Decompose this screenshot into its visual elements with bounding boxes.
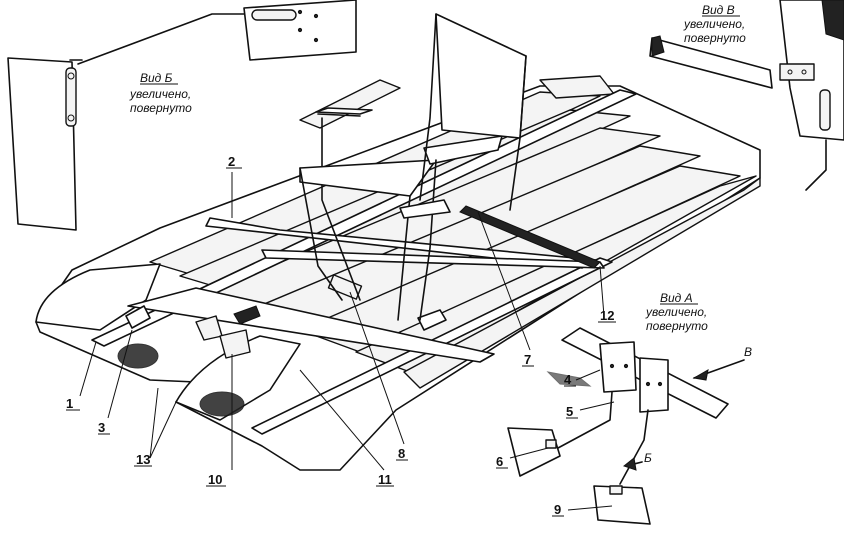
- caption-view-b-title: Вид Б: [140, 71, 173, 85]
- plate-4: [599, 341, 637, 393]
- beam-view-v: [649, 37, 773, 89]
- plate-4b: [639, 357, 669, 413]
- drive-assembly: [195, 205, 601, 359]
- caption-view-b-line1: увеличено,: [129, 87, 191, 101]
- caption-view-v-line1: увеличено,: [683, 17, 745, 31]
- view-a-inset: [507, 327, 745, 525]
- caption-view-a-line1: увеличено,: [645, 305, 707, 319]
- caption-view-v-title: Вид В: [702, 3, 735, 17]
- rudder-blade-view-b: [7, 57, 77, 231]
- seat: [299, 13, 527, 321]
- seat-back: [435, 13, 527, 139]
- hinge-view-b-top: [251, 9, 297, 21]
- caption-view-b-line2: повернуто: [130, 101, 192, 115]
- callout-9: 9: [554, 502, 561, 517]
- hinge-view-v: [779, 63, 815, 81]
- caption-view-a-title: Вид А: [660, 291, 693, 305]
- hinge-plate-view-b: [65, 67, 77, 127]
- callout-2: 2: [228, 154, 235, 169]
- rod-5: [557, 391, 613, 449]
- clamp-8: [327, 274, 363, 300]
- tiller-rod-view-b: [77, 13, 251, 65]
- callout-10: 10: [208, 472, 222, 487]
- view-v-inset: [649, 0, 844, 191]
- crossbar-front: [127, 287, 495, 363]
- caption-view-a: Вид А увеличено, повернуто: [645, 291, 708, 333]
- frame-rails: [91, 89, 637, 435]
- callout-3: 3: [98, 420, 105, 435]
- rail-left: [91, 89, 637, 347]
- callout-4: 4: [564, 372, 572, 387]
- callout-6: 6: [496, 454, 503, 469]
- callout-1: 1: [66, 396, 73, 411]
- blade-9: [593, 485, 651, 525]
- caption-view-b: Вид Б увеличено, повернуто: [129, 71, 192, 115]
- armrest-left: [315, 107, 373, 115]
- callout-12: 12: [600, 308, 614, 323]
- view-b-inset: [7, 0, 357, 231]
- caption-view-v-line2: повернуто: [684, 31, 746, 45]
- arrow-label-b: Б: [644, 451, 652, 465]
- drive-shaft-7: [459, 205, 601, 269]
- callout-7: 7: [524, 352, 531, 367]
- pedal-right-10: [219, 329, 251, 359]
- callout-numbers: 1 2 3 4 5 6 7 8 9 10 11 12 13: [66, 154, 616, 517]
- pedal-arrow: [233, 305, 261, 325]
- callout-8: 8: [398, 446, 405, 461]
- armrest-right: [423, 135, 503, 165]
- leader-lines: [79, 172, 615, 511]
- caption-view-a-line2: повернуто: [646, 319, 708, 333]
- callout-13: 13: [136, 452, 150, 467]
- rod-9: [619, 409, 649, 485]
- callout-5: 5: [566, 404, 573, 419]
- arrow-label-v: В: [744, 345, 752, 359]
- callout-11: 11: [378, 472, 392, 487]
- seat-leg-front-left: [321, 117, 361, 301]
- caption-view-v: Вид В увеличено, повернуто: [683, 3, 746, 45]
